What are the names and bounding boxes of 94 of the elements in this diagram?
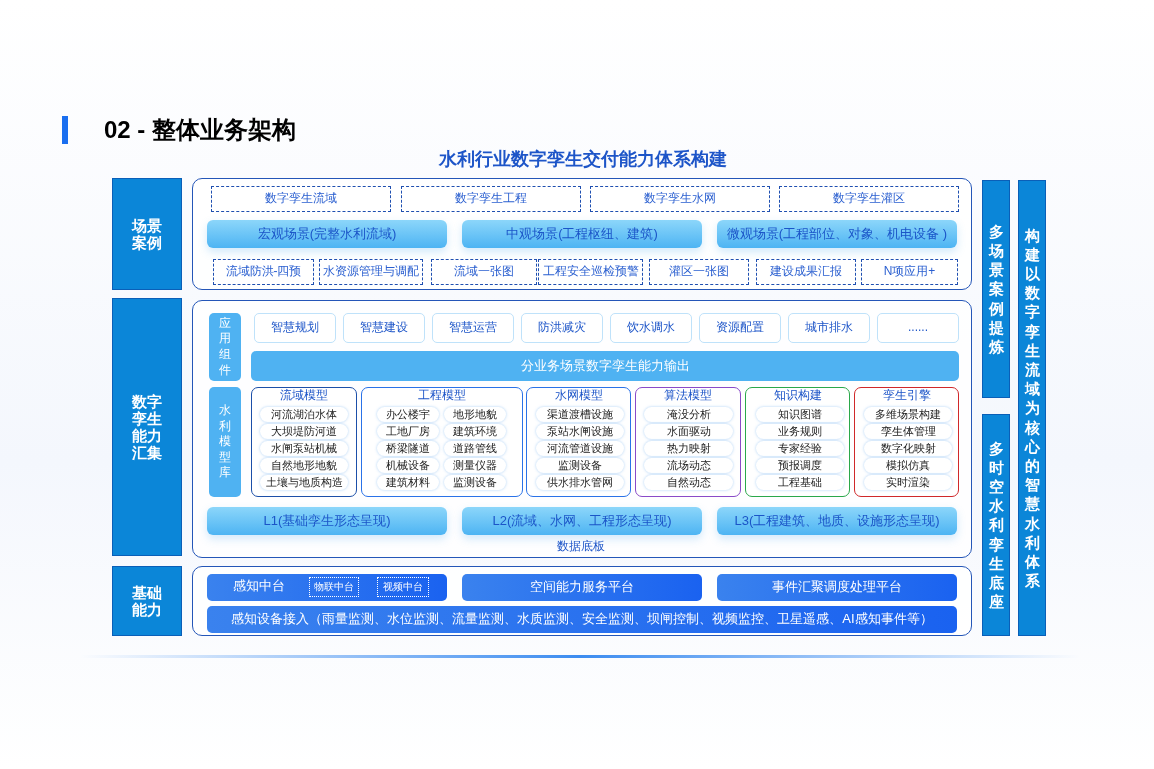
group-title: 水网模型 [553,389,604,403]
model-item: 建筑材料 [377,475,439,490]
model-item: 道路管线 [444,441,506,456]
model-item: 热力映射 [644,441,733,456]
app-card: 智慧运营 [432,313,514,343]
dashed-box: 流域防洪-四预 [213,259,314,285]
model-item: 自然地形地貌 [260,458,348,473]
model-item: 水面驱动 [644,424,733,439]
level-bar: L1(基础孪生形态呈现) [207,507,447,535]
layer-panel [192,300,972,558]
side-tab: 应用组件 [209,313,241,381]
dashed-box: 数字孪生水网 [590,186,770,212]
dashed-box: N项应用+ [861,259,958,285]
dashed-box: 灌区一张图 [649,259,749,285]
row-heading-band: 数字孪生能力汇集 [112,298,182,556]
group-title: 孪生引擎 [881,389,932,403]
model-item: 河流湖泊水体 [260,407,348,422]
app-card: 智慧规划 [254,313,336,343]
model-item: 模拟仿真 [864,458,952,473]
model-group [361,387,523,497]
model-group [854,387,959,497]
model-item: 实时渲染 [864,475,952,490]
layer-panel [192,178,972,290]
platform-bar: 空间能力服务平台 [462,574,702,601]
model-item: 大坝堤防河道 [260,424,348,439]
subtitle: 水利行业数字孪生交付能力体系构建 [439,148,727,171]
model-item: 多维场景构建 [864,407,952,422]
output-bar: 分业务场景数字孪生能力输出 [251,351,959,381]
app-card: 防洪减灾 [521,313,603,343]
dashed-box: 数字孪生工程 [401,186,581,212]
model-item: 办公楼宇 [377,407,439,422]
side-banner: 构建以数字孪生流域为核心的智慧水利体系 [1018,180,1046,636]
model-item: 预报调度 [756,458,844,473]
dashed-box: 工程安全巡检预警 [538,259,643,285]
dotted-box: 物联中台 [309,577,359,597]
model-item: 孪生体管理 [864,424,952,439]
model-item: 工程基础 [756,475,844,490]
model-item: 淹没分析 [644,407,733,422]
group-title: 流域模型 [279,389,329,403]
model-item: 机械设备 [377,458,439,473]
side-banner: 多时空水利孪生底座 [982,414,1010,636]
scene-bar: 微观场景(工程部位、对象、机电设备 ) [717,220,957,248]
model-item: 河流管道设施 [536,441,624,456]
dashed-box: 水资源管理与调配 [319,259,423,285]
platform-label: 感知中台 [233,579,285,594]
model-item: 监测设备 [444,475,506,490]
model-group [251,387,357,497]
model-item: 桥梁隧道 [377,441,439,456]
app-card: 资源配置 [699,313,781,343]
scene-bar: 宏观场景(完整水利流域) [207,220,447,248]
side-banner: 多场景案例提炼 [982,180,1010,398]
model-item: 业务规则 [756,424,844,439]
level-bar: L2(流域、水网、工程形态呈现) [462,507,702,535]
app-card: ...... [877,313,959,343]
model-item: 地形地貌 [444,407,506,422]
model-item: 土壤与地质构造 [260,475,348,490]
platform-bar [207,574,447,601]
model-item: 泵站水闸设施 [536,424,624,439]
layer-panel [192,566,972,636]
group-title: 算法模型 [663,389,713,403]
level-bar: L3(工程建筑、地质、设施形态呈现) [717,507,957,535]
model-item: 知识图谱 [756,407,844,422]
row-heading-band: 场景案例 [112,178,182,290]
dashed-box: 数字孪生灌区 [779,186,959,212]
dashed-box: 数字孪生流域 [211,186,391,212]
model-item: 数字化映射 [864,441,952,456]
app-card: 智慧建设 [343,313,425,343]
dotted-box: 视频中台 [377,577,429,597]
page-title: 02 - 整体业务架构 [104,115,297,145]
group-title: 工程模型 [417,389,467,403]
app-card: 饮水调水 [610,313,692,343]
model-item: 水闸泵站机械 [260,441,348,456]
model-item: 自然动态 [644,475,733,490]
model-item: 渠道渡槽设施 [536,407,624,422]
group-title: 知识构建 [772,389,823,403]
side-tab: 水利模型库 [209,387,241,497]
section-caption: 数据底板 [557,538,605,555]
model-item: 专家经验 [756,441,844,456]
platform-bar: 事件汇聚调度处理平台 [717,574,957,601]
scene-bar: 中观场景(工程枢纽、建筑) [462,220,702,248]
app-card: 城市排水 [788,313,870,343]
model-item: 测量仪器 [444,458,506,473]
model-item: 流场动态 [644,458,733,473]
platform-bar: 感知设备接入（雨量监测、水位监测、流量监测、水质监测、安全监测、坝闸控制、视频监控、卫星遥感、AI感知事件等） [207,606,957,633]
model-group [635,387,741,497]
model-group [745,387,850,497]
row-heading-band: 基础能力 [112,566,182,636]
model-group [526,387,631,497]
model-item: 建筑环境 [444,424,506,439]
dashed-box: 流域一张图 [431,259,537,285]
model-item: 供水排水管网 [536,475,624,490]
model-item: 工地厂房 [377,424,439,439]
model-item: 监测设备 [536,458,624,473]
dashed-box: 建设成果汇报 [756,259,856,285]
